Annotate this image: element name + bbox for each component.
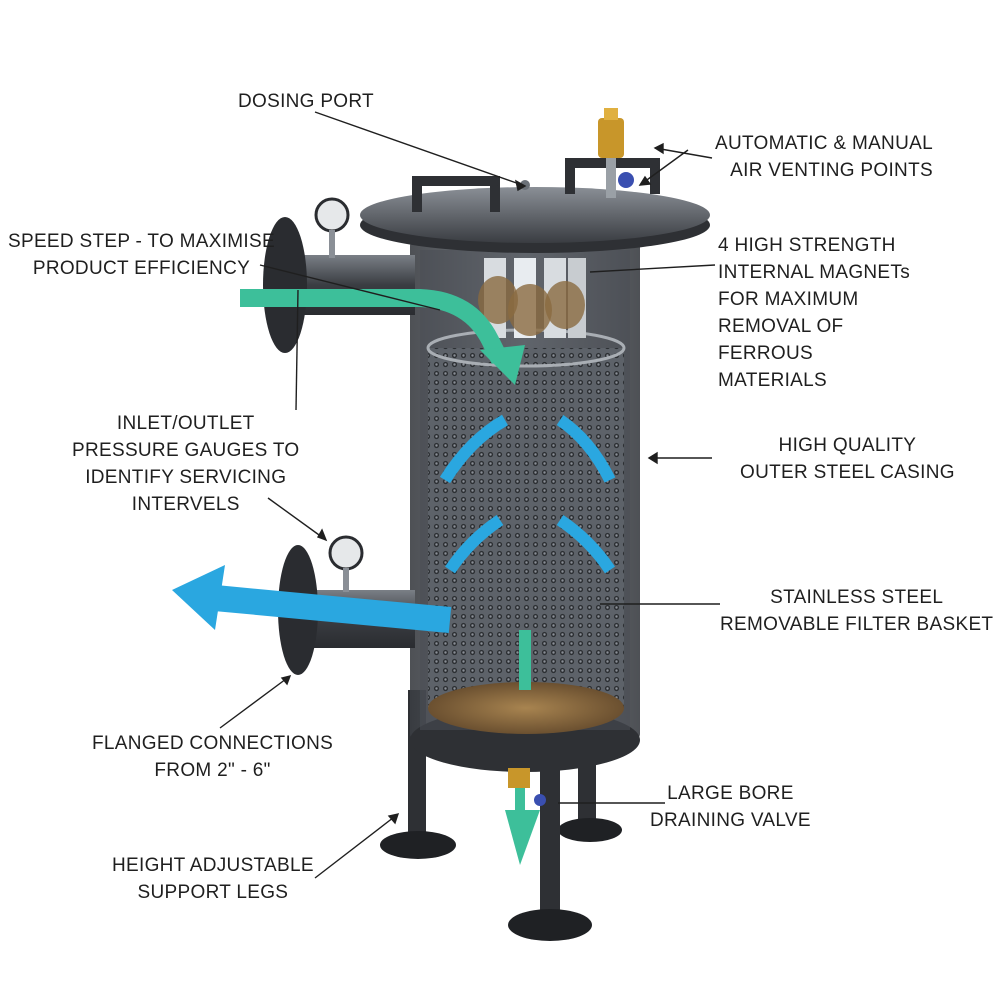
label-support-legs: HEIGHT ADJUSTABLE SUPPORT LEGS	[112, 855, 314, 903]
label-pressure-gauges: INLET/OUTLET PRESSURE GAUGES TO IDENTIFY…	[72, 413, 300, 515]
air-vent-valve	[598, 108, 634, 198]
label-drain-valve: LARGE BORE DRAINING VALVE	[650, 783, 811, 831]
label-flanged-connections: FLANGED CONNECTIONS FROM 2" - 6"	[92, 733, 334, 781]
casing-lid	[360, 158, 710, 253]
internal-magnets	[478, 258, 586, 338]
flow-arrows	[172, 289, 616, 865]
leader-lines	[219, 111, 720, 879]
label-outer-casing: HIGH QUALITY OUTER STEEL CASING	[740, 435, 955, 483]
support-legs	[380, 690, 622, 941]
label-speed-step: SPEED STEP - TO MAXIMISE PRODUCT EFFICIE…	[8, 231, 275, 279]
label-air-vent: AUTOMATIC & MANUAL AIR VENTING POINTS	[715, 133, 933, 181]
label-filter-basket: STAINLESS STEEL REMOVABLE FILTER BASKET	[720, 587, 994, 635]
label-magnets: 4 HIGH STRENGTH INTERNAL MAGNETs FOR MAX…	[718, 235, 911, 391]
drain-valve	[508, 768, 546, 806]
label-dosing-port: DOSING PORT	[238, 91, 374, 112]
